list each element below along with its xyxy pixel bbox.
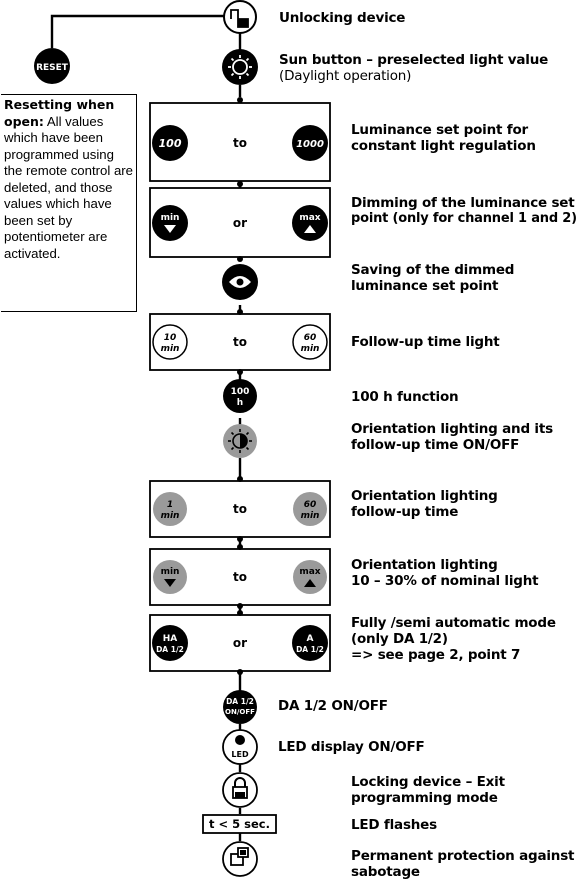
or-label-1: or <box>233 216 247 230</box>
label-locking-1: Locking device – Exit <box>351 774 505 790</box>
label-orient1-1: Orientation lighting and its <box>351 421 553 437</box>
reset-label: RESET <box>36 63 69 73</box>
max-label-2: max <box>299 567 320 577</box>
a-button[interactable]: A DA 1/2 <box>292 625 328 661</box>
save-eye-button[interactable] <box>222 264 258 300</box>
h100-top-label: 100 <box>231 387 250 397</box>
min-label-4: min <box>161 511 180 521</box>
to-label-1: to <box>233 136 247 150</box>
label-luminance-2: constant light regulation <box>351 138 536 154</box>
label-sun-sub: (Daylight operation) <box>279 68 412 84</box>
label-saving-2: luminance set point <box>351 278 499 294</box>
label-dimming-2: point (only for channel 1 and 2) <box>351 211 577 226</box>
label-orient2-1: Orientation lighting <box>351 488 498 504</box>
reset-button[interactable]: RESET <box>34 48 70 84</box>
sun-button[interactable] <box>222 49 258 85</box>
orient-1min-button[interactable]: 1 min <box>153 492 187 526</box>
dim-max-button[interactable]: max <box>292 205 328 241</box>
label-luminance-1: Luminance set point for <box>351 122 528 138</box>
label-orient2-2: follow-up time <box>351 504 459 520</box>
to-label-4: to <box>233 570 247 584</box>
label-flashes: LED flashes <box>351 817 437 833</box>
timer-box: t < 5 sec. <box>202 814 277 834</box>
up-arrow-icon <box>304 225 316 233</box>
reset-note: Resetting when open: All values which ha… <box>1 94 137 312</box>
ha-button[interactable]: HA DA 1/2 <box>152 625 188 661</box>
down-arrow-icon <box>164 225 176 233</box>
da-onoff-button[interactable]: DA 1/2 ON/OFF <box>223 690 257 724</box>
time-60-button[interactable]: 60 min <box>292 324 328 360</box>
sabotage-button[interactable] <box>222 841 258 877</box>
min-label-2: min <box>161 344 180 354</box>
label-mode-1: Fully /semi automatic mode <box>351 615 556 631</box>
h100-button[interactable]: 100 h <box>223 379 257 413</box>
a-label: A <box>307 634 314 644</box>
label-orient1-2: follow-up time ON/OFF <box>351 437 520 453</box>
label-mode-2: (only DA 1/2) <box>351 631 448 647</box>
min-label-1: min <box>161 213 180 223</box>
label-da: DA 1/2 ON/OFF <box>278 698 388 714</box>
min-label-3: min <box>301 344 320 354</box>
down-arrow-icon-2 <box>164 579 176 587</box>
label-100: 100 <box>159 137 182 150</box>
reset-note-text: All values which have been programmed us… <box>4 113 134 261</box>
time-10-button[interactable]: 10 min <box>152 324 188 360</box>
label-sun-title: Sun button – preselected light value <box>279 52 549 68</box>
orient-60min-button[interactable]: 60 min <box>293 492 327 526</box>
orient-min-button[interactable]: min <box>153 560 187 594</box>
or-label-2: or <box>233 636 247 650</box>
led-dot-icon <box>235 735 245 745</box>
max-label-1: max <box>299 213 320 223</box>
label-1000: 1000 <box>296 139 324 150</box>
label-unlocking: Unlocking device <box>279 10 406 26</box>
orient-max-button[interactable]: max <box>293 560 327 594</box>
led-button[interactable]: LED <box>222 729 258 765</box>
label-100h: 100 h function <box>351 389 459 405</box>
luminance-1000-button[interactable]: 1000 <box>292 125 328 161</box>
half-sun-button[interactable] <box>223 424 257 458</box>
junction-dots <box>237 97 243 675</box>
h100-bot-label: h <box>237 398 243 408</box>
timer-label: t < 5 sec. <box>209 817 270 831</box>
to-label-3: to <box>233 502 247 516</box>
t10-label: 10 <box>164 333 177 343</box>
label-saving-1: Saving of the dimmed <box>351 262 515 278</box>
label-dimming-1: Dimming of the luminance set <box>351 195 575 211</box>
label-mode-3: => see page 2, point 7 <box>351 647 521 663</box>
label-led: LED display ON/OFF <box>278 739 425 755</box>
da-bot-label: ON/OFF <box>225 708 255 716</box>
luminance-100-button[interactable]: 100 <box>152 125 188 161</box>
label-sabotage-1: Permanent protection against <box>351 848 575 864</box>
led-label: LED <box>231 750 249 759</box>
unlock-icon[interactable] <box>223 0 257 34</box>
label-locking-2: programming mode <box>351 790 498 806</box>
label-followup: Follow-up time light <box>351 334 500 350</box>
up-arrow-icon-2 <box>304 579 316 587</box>
da-top-label: DA 1/2 <box>226 697 254 706</box>
reset-note-title: Resetting when open: <box>4 97 115 129</box>
label-orient3-1: Orientation lighting <box>351 557 498 573</box>
t1-label: 1 <box>167 500 173 510</box>
label-sabotage-2: sabotage <box>351 864 420 880</box>
lock-icon <box>234 777 246 787</box>
label-orient3-2: 10 – 30% of nominal light <box>351 573 539 589</box>
a-da-label: DA 1/2 <box>296 645 324 654</box>
to-label-2: to <box>233 335 247 349</box>
ha-label: HA <box>163 634 178 644</box>
sabotage-icon <box>230 853 244 866</box>
t60-label-2: 60 <box>304 500 317 510</box>
lock-button[interactable] <box>222 772 258 808</box>
sun-icon <box>232 59 248 75</box>
ha-da-label: DA 1/2 <box>156 645 184 654</box>
t60-label: 60 <box>304 333 317 343</box>
dim-min-button[interactable]: min <box>152 205 188 241</box>
min-label-6: min <box>161 567 180 577</box>
min-label-5: min <box>301 511 320 521</box>
